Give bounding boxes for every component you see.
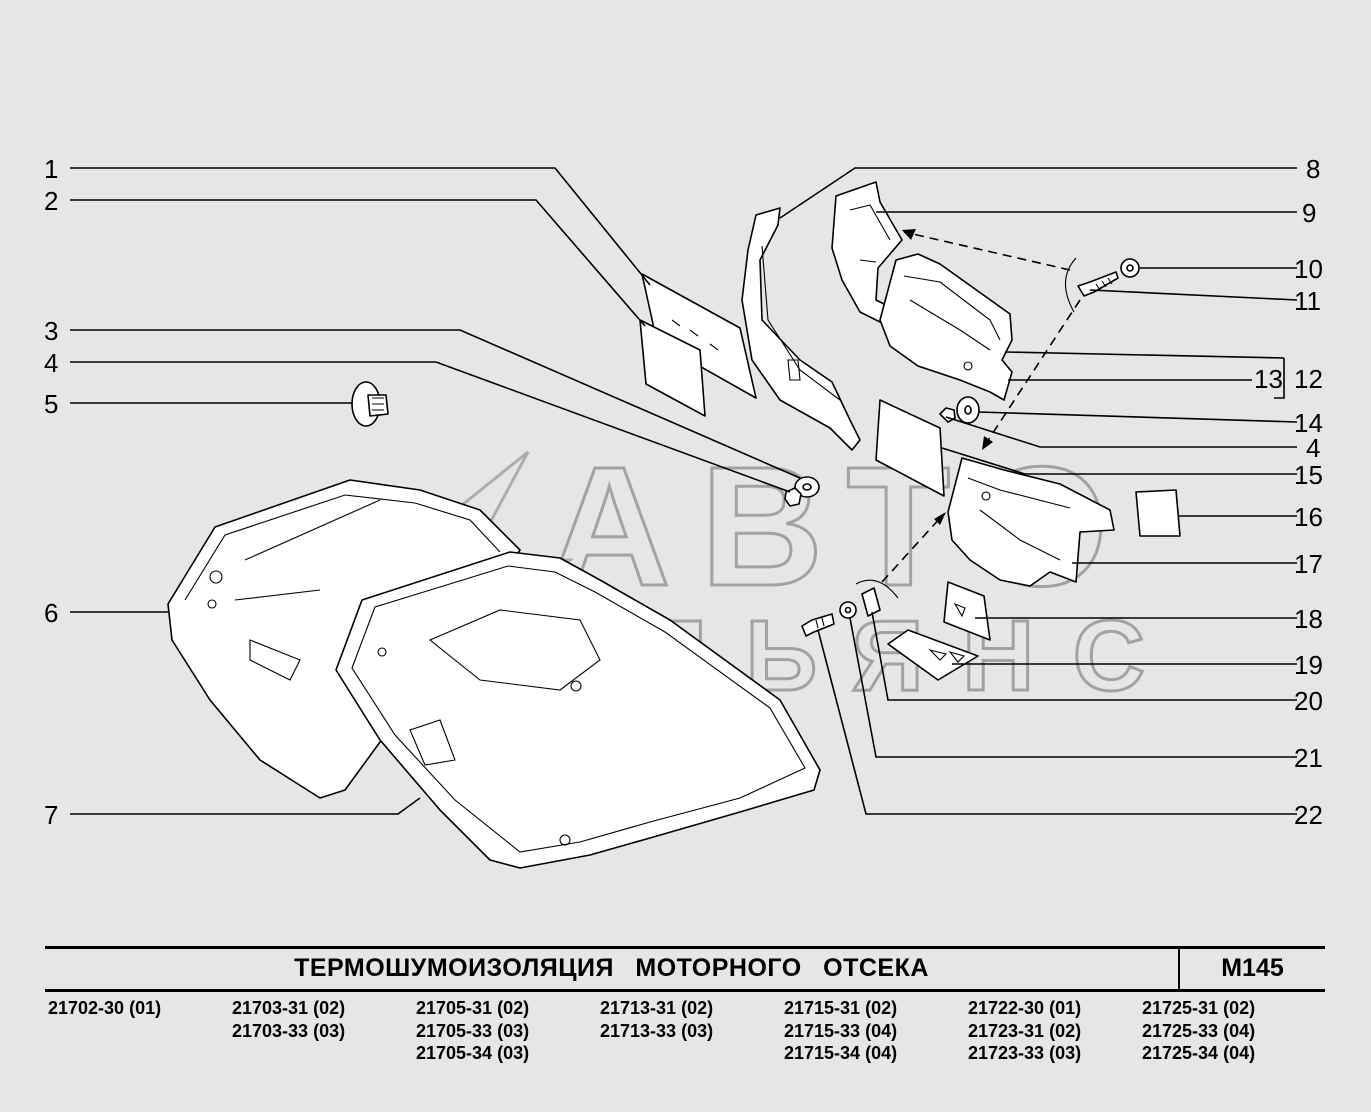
callout-20: 20 bbox=[1294, 686, 1323, 716]
callout-6: 6 bbox=[44, 598, 58, 628]
exploded-parts-diagram: АВТО АЛЬЯНС bbox=[44, 154, 1323, 869]
variant-code: 21725-31 (02) bbox=[1142, 998, 1256, 1018]
variant-code: 21705-34 (03) bbox=[416, 1043, 530, 1063]
variant-code: 21705-31 (02) bbox=[416, 998, 530, 1018]
callout-4: 4 bbox=[44, 348, 58, 378]
part-10-star-washer bbox=[1120, 258, 1140, 278]
part-18-pad bbox=[943, 581, 991, 641]
callout-12: 12 bbox=[1294, 364, 1323, 394]
callout-18: 18 bbox=[1294, 604, 1323, 634]
part-16-pad bbox=[1135, 489, 1181, 537]
variant-code: 21723-31 (02) bbox=[968, 1020, 1082, 1041]
variant-column: 21715-31 (02) 21715-33 (04) 21715-34 (04… bbox=[784, 997, 897, 1065]
part-11-screw bbox=[1077, 271, 1119, 297]
variant-code: 21705-33 (03) bbox=[416, 1020, 530, 1041]
variant-code: 21702-30 (01) bbox=[48, 998, 162, 1018]
part-22-bolt bbox=[801, 613, 835, 637]
callout-21: 21 bbox=[1294, 743, 1323, 773]
callout-11: 11 bbox=[1294, 286, 1321, 316]
callout-22: 22 bbox=[1294, 800, 1323, 830]
variant-code: 21703-31 (02) bbox=[232, 998, 346, 1018]
part-12-13-shield-assembly bbox=[879, 253, 1013, 401]
part-20-clip bbox=[861, 587, 881, 617]
callout-3: 3 bbox=[44, 316, 58, 346]
variant-code: 21725-33 (04) bbox=[1142, 1020, 1256, 1041]
title-top-rule bbox=[45, 946, 1325, 949]
part-4-nut bbox=[784, 487, 802, 507]
title-separator bbox=[1178, 946, 1180, 990]
callout-15: 15 bbox=[1294, 460, 1323, 490]
callout-leaders bbox=[70, 167, 1298, 815]
part-5-clip bbox=[351, 381, 389, 427]
callout-14: 14 bbox=[1294, 408, 1323, 438]
callout-1: 1 bbox=[44, 154, 58, 184]
variant-column: 21713-31 (02) 21713-33 (03) bbox=[600, 997, 713, 1042]
variant-column: 21705-31 (02) 21705-33 (03) 21705-34 (03… bbox=[416, 997, 529, 1065]
model-variants: 21702-30 (01) 21703-31 (02) 21703-33 (03… bbox=[0, 997, 1371, 1077]
variant-code: 21703-33 (03) bbox=[232, 1020, 346, 1041]
part-14-washer bbox=[956, 396, 980, 424]
part-21-star-washer bbox=[839, 601, 857, 619]
variant-column: 21702-30 (01) bbox=[48, 997, 161, 1020]
callout-19: 19 bbox=[1294, 650, 1323, 680]
callout-5: 5 bbox=[44, 389, 58, 419]
variant-code: 21715-33 (04) bbox=[784, 1020, 898, 1041]
variant-column: 21722-30 (01) 21723-31 (02) 21723-33 (03… bbox=[968, 997, 1081, 1065]
callout-17: 17 bbox=[1294, 549, 1323, 579]
callout-2: 2 bbox=[44, 186, 58, 216]
variant-code: 21713-33 (03) bbox=[600, 1020, 714, 1041]
diagram-title: ТЕРМОШУМОИЗОЛЯЦИЯ МОТОРНОГО ОТСЕКА bbox=[294, 953, 929, 982]
part-8-upper-shield bbox=[741, 207, 861, 451]
variant-code: 21725-34 (04) bbox=[1142, 1043, 1256, 1063]
variant-code: 21713-31 (02) bbox=[600, 998, 714, 1018]
variant-code: 21723-33 (03) bbox=[968, 1043, 1082, 1063]
part-15-pad bbox=[875, 399, 945, 497]
callout-4b: 4 bbox=[1306, 433, 1320, 463]
variant-column: 21703-31 (02) 21703-33 (03) bbox=[232, 997, 345, 1042]
callout-9: 9 bbox=[1302, 198, 1316, 228]
variant-code: 21715-34 (04) bbox=[784, 1043, 898, 1063]
part-19-pad bbox=[887, 629, 979, 681]
callout-8: 8 bbox=[1306, 154, 1320, 184]
part-2-pad bbox=[639, 319, 706, 417]
title-bottom-rule bbox=[45, 989, 1325, 992]
callout-labels: 1 2 3 4 5 6 7 8 9 10 11 12 13 14 4 15 16… bbox=[44, 154, 1323, 830]
callout-16: 16 bbox=[1294, 502, 1323, 532]
variant-column: 21725-31 (02) 21725-33 (04) 21725-34 (04… bbox=[1142, 997, 1255, 1065]
assembly-guides bbox=[855, 229, 1081, 599]
callout-10: 10 bbox=[1294, 254, 1323, 284]
callout-13: 13 bbox=[1254, 364, 1283, 394]
part-17-lower-shield bbox=[947, 457, 1115, 587]
diagram-code: М145 bbox=[1221, 953, 1284, 982]
part-3-washer bbox=[794, 476, 820, 498]
part-7-hood-panel bbox=[335, 551, 821, 869]
title-block: ТЕРМОШУМОИЗОЛЯЦИЯ МОТОРНОГО ОТСЕКА М145 bbox=[45, 946, 1325, 990]
part-1-pad bbox=[641, 273, 757, 399]
variant-code: 21715-31 (02) bbox=[784, 998, 898, 1018]
variant-code: 21722-30 (01) bbox=[968, 998, 1082, 1018]
callout-7: 7 bbox=[44, 800, 58, 830]
